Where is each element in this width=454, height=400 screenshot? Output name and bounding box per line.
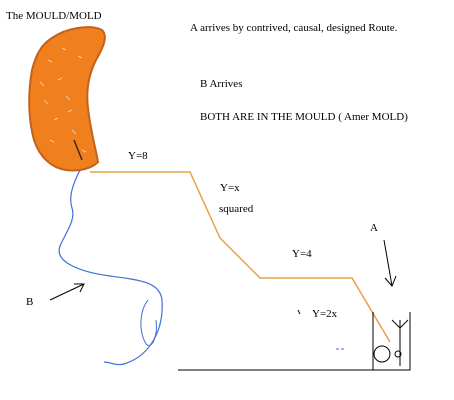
arrow-to-b-icon bbox=[49, 283, 85, 301]
route-a-path bbox=[90, 171, 391, 343]
label-y-x: Y=x bbox=[220, 182, 240, 194]
tick-mark bbox=[297, 309, 301, 315]
route-b-path bbox=[58, 169, 163, 366]
label-squared: squared bbox=[219, 203, 254, 215]
page-title: The MOULD/MOLD bbox=[6, 10, 102, 22]
mould-dark-stroke bbox=[73, 139, 83, 161]
stick-figure-icon bbox=[391, 319, 409, 366]
marker-a: A bbox=[370, 222, 378, 234]
note-route-a: A arrives by contrived, causal, designed… bbox=[190, 22, 398, 34]
mould-shape bbox=[28, 26, 106, 172]
label-y-2x: Y=2x bbox=[312, 308, 338, 320]
route-b-loop bbox=[140, 299, 157, 346]
note-b-arrives: B Arrives bbox=[200, 78, 243, 90]
label-y-8: Y=8 bbox=[128, 150, 148, 162]
destination-box bbox=[178, 312, 411, 371]
marker-b: B bbox=[26, 296, 34, 308]
figure-circle-icon bbox=[373, 345, 391, 363]
label-y-4: Y=4 bbox=[292, 248, 312, 260]
arrow-down-a-icon bbox=[383, 239, 397, 287]
note-both-in-mould: BOTH ARE IN THE MOULD ( Amer MOLD) bbox=[200, 111, 408, 123]
mould-texture bbox=[39, 47, 87, 153]
